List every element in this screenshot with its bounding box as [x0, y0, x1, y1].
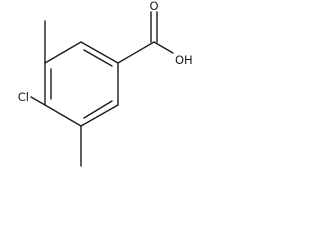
chemical-structure: O OH Cl	[18, 0, 193, 167]
ring-bond-c6-c1	[44, 41, 82, 64]
chloro-substituent: Cl	[18, 90, 46, 106]
atom-label-carbonyl-oxygen: O	[149, 0, 158, 13]
bond-ring-to-carboxyl-carbon	[117, 41, 155, 64]
benzene-ring	[44, 41, 119, 127]
ring-bond-c4-c5	[44, 104, 82, 127]
ring-double-bond-inner-1	[83, 49, 113, 67]
carboxyl-group: O OH	[117, 0, 193, 67]
ring-double-bond-inner-2	[83, 100, 113, 119]
atom-label-chlorine: Cl	[18, 90, 29, 104]
atom-label-hydroxyl: OH	[175, 53, 193, 67]
bond-ring-to-chlorine	[30, 96, 46, 106]
ring-bond-c3-c4	[80, 104, 119, 127]
bond-carboxyl-carbon-to-hydroxyl	[153, 41, 174, 54]
ring-bond-c1-c2	[80, 41, 119, 64]
